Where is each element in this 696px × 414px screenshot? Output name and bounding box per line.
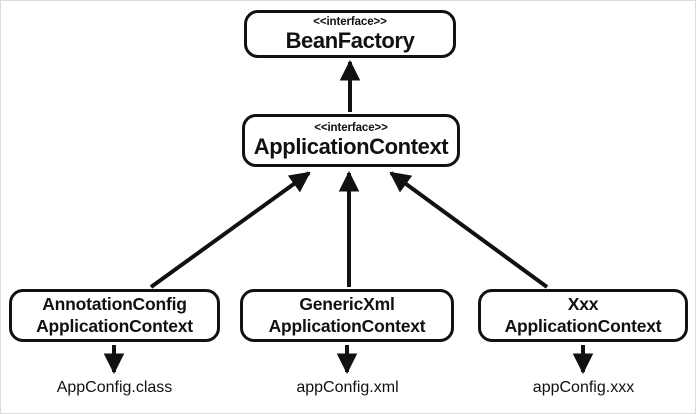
class-name-line2: ApplicationContext <box>268 315 426 336</box>
edge-xxx-to-applicationcontext <box>389 171 549 289</box>
stereotype-label: <<interface>> <box>313 15 387 28</box>
class-box-beanfactory[interactable]: <<interface>> BeanFactory <box>244 10 456 58</box>
class-name-line1: AnnotationConfig <box>42 294 187 315</box>
class-name-line1: GenericXml <box>299 294 395 315</box>
class-name-line1: Xxx <box>567 294 599 315</box>
edge-annotationconfig-to-applicationcontext <box>149 171 311 289</box>
file-label-appconfig-class: AppConfig.class <box>56 379 173 396</box>
class-box-applicationcontext[interactable]: <<interface>> ApplicationContext <box>242 114 460 167</box>
file-label-appconfig-xxx: appConfig.xxx <box>532 379 635 396</box>
file-label-appconfig-xml: appConfig.xml <box>296 379 399 396</box>
stereotype-label: <<interface>> <box>314 122 388 135</box>
class-box-genericxml-applicationcontext[interactable]: GenericXml ApplicationContext <box>240 289 454 342</box>
class-box-xxx-applicationcontext[interactable]: Xxx ApplicationContext <box>478 289 688 342</box>
class-name-line2: ApplicationContext <box>504 315 662 336</box>
class-name-label: ApplicationContext <box>253 134 449 160</box>
class-name-label: BeanFactory <box>285 27 415 53</box>
class-box-annotationconfig-applicationcontext[interactable]: AnnotationConfig ApplicationContext <box>9 289 220 342</box>
class-name-line2: ApplicationContext <box>36 315 193 336</box>
